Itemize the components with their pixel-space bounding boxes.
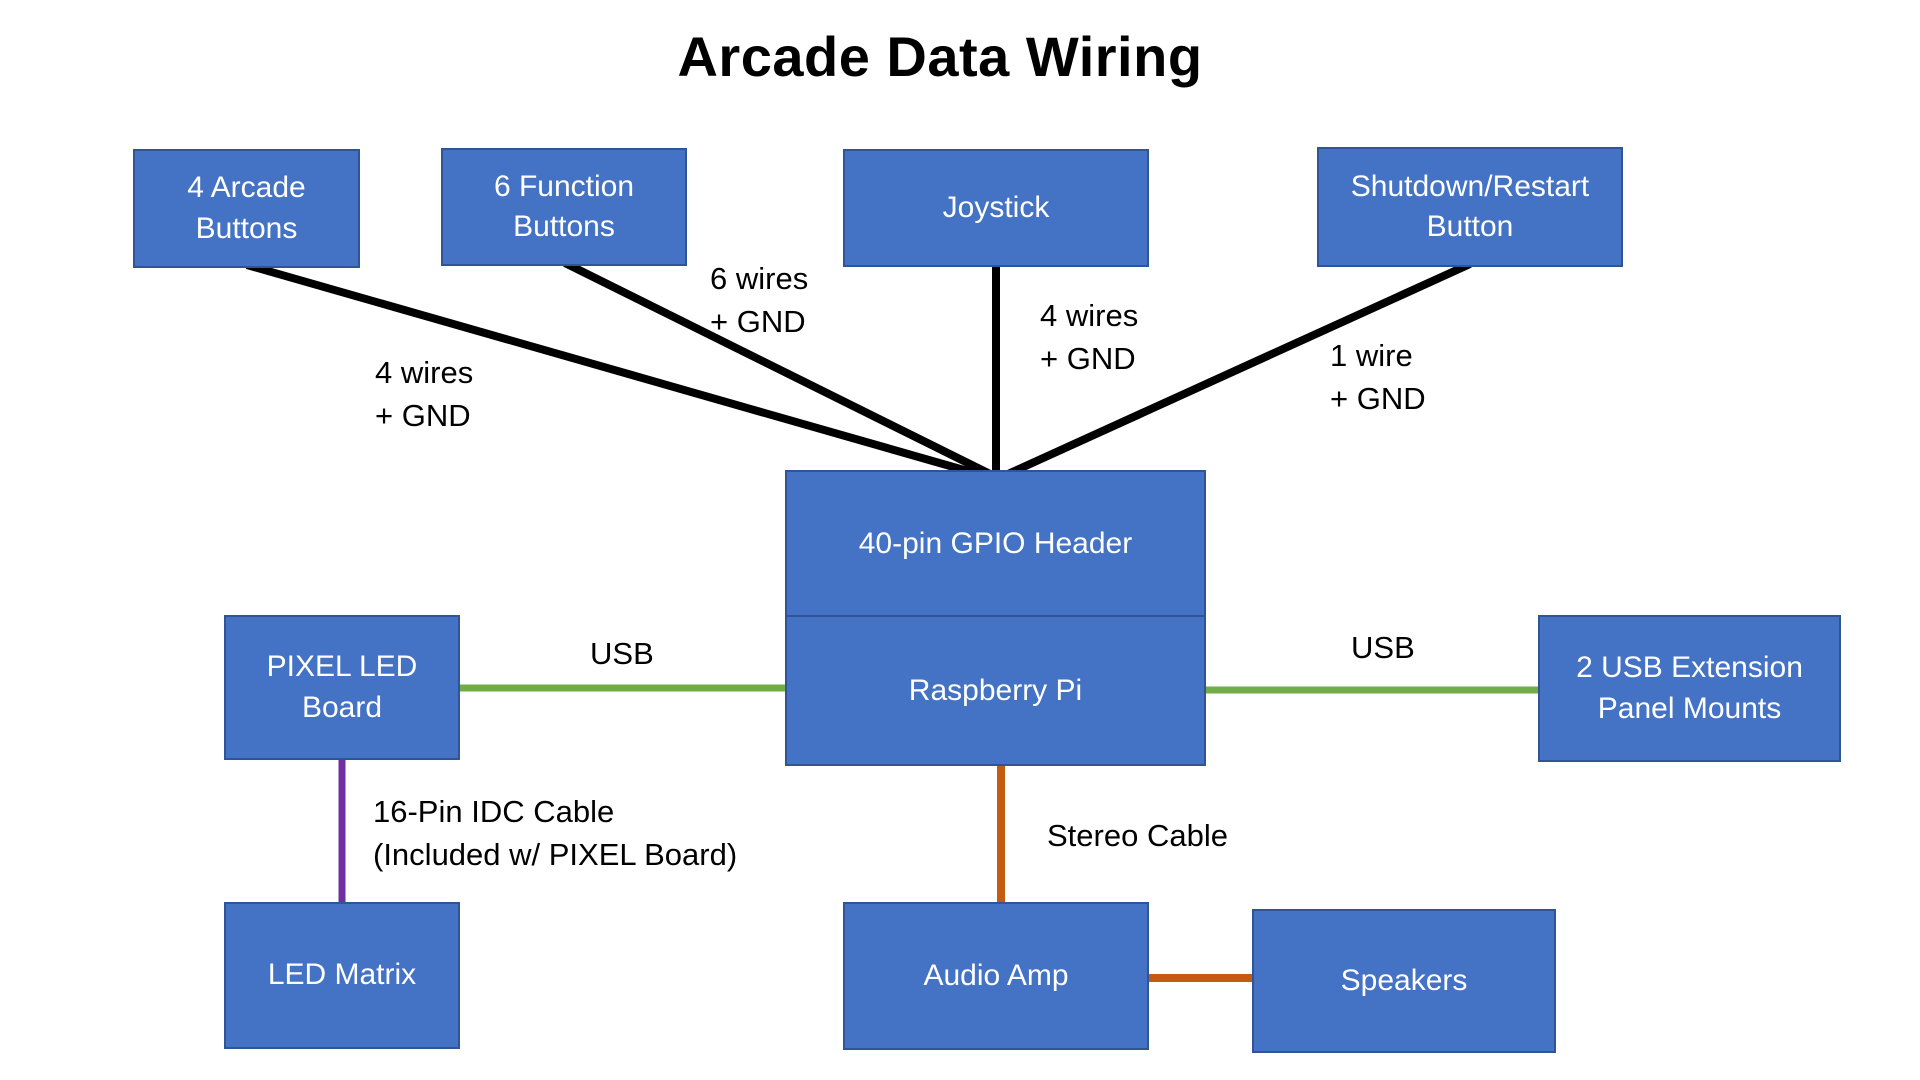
node-usb-extension-mounts: 2 USB Extension Panel Mounts (1538, 615, 1841, 762)
node-led-matrix-label: LED Matrix (267, 958, 417, 992)
wire-shutdown-button-to-gpio (1006, 260, 1472, 478)
edge-label-joystick-wires: 4 wires + GND (1040, 298, 1139, 376)
edge-label-usb-left: USB (590, 636, 654, 671)
node-shutdown-restart-button-label: Shutdown/Restart Button (1350, 169, 1590, 244)
node-pixel-led-board: PIXEL LED Board (224, 615, 460, 760)
node-arcade-buttons: 4 Arcade Buttons (133, 149, 360, 268)
node-speakers-label: Speakers (1340, 963, 1468, 997)
node-gpio-header: 40-pin GPIO Header (787, 472, 1204, 617)
node-raspberry-pi-label: Raspberry Pi (908, 673, 1083, 707)
node-function-buttons-label: 6 Function Buttons (493, 169, 635, 244)
edge-label-shutdown-wire: 1 wire + GND (1330, 338, 1426, 416)
node-usb-extension-mounts-label: 2 USB Extension Panel Mounts (1576, 651, 1803, 725)
node-raspberry-pi: Raspberry Pi (787, 617, 1204, 764)
node-arcade-buttons-label: 4 Arcade Buttons (187, 171, 306, 245)
node-speakers: Speakers (1252, 909, 1556, 1053)
edge-label-usb-right: USB (1351, 630, 1415, 665)
node-led-matrix: LED Matrix (224, 902, 460, 1049)
edge-label-stereo-cable: Stereo Cable (1047, 818, 1228, 853)
edge-label-function-wires: 6 wires + GND (710, 261, 809, 339)
wire-function-buttons-to-gpio (563, 259, 992, 478)
wire-arcade-buttons-to-gpio (245, 261, 980, 478)
node-gpio-header-label: 40-pin GPIO Header (858, 526, 1133, 560)
node-function-buttons: 6 Function Buttons (441, 148, 687, 266)
node-pixel-led-board-label: PIXEL LED Board (266, 650, 418, 724)
node-joystick: Joystick (843, 149, 1149, 267)
diagram-title: Arcade Data Wiring (677, 25, 1203, 88)
edge-label-idc-cable: 16-Pin IDC Cable (Included w/ PIXEL Boar… (373, 794, 738, 872)
node-joystick-label: Joystick (942, 190, 1050, 224)
node-audio-amp: Audio Amp (843, 902, 1149, 1050)
node-shutdown-restart-button: Shutdown/Restart Button (1317, 147, 1623, 267)
edge-label-arcade-wires: 4 wires + GND (375, 355, 474, 433)
node-audio-amp-label: Audio Amp (923, 958, 1069, 992)
node-raspberry-pi-stack: 40-pin GPIO Header Raspberry Pi (785, 470, 1206, 766)
